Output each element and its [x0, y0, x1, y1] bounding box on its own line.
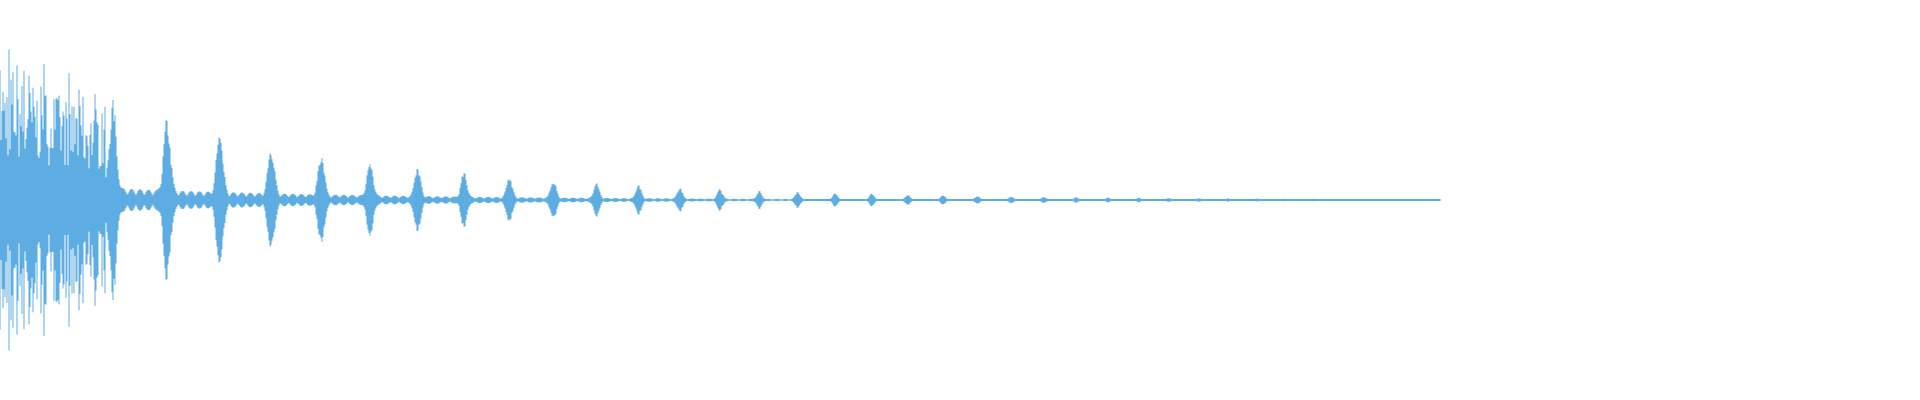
waveform-samples [0, 49, 1441, 351]
